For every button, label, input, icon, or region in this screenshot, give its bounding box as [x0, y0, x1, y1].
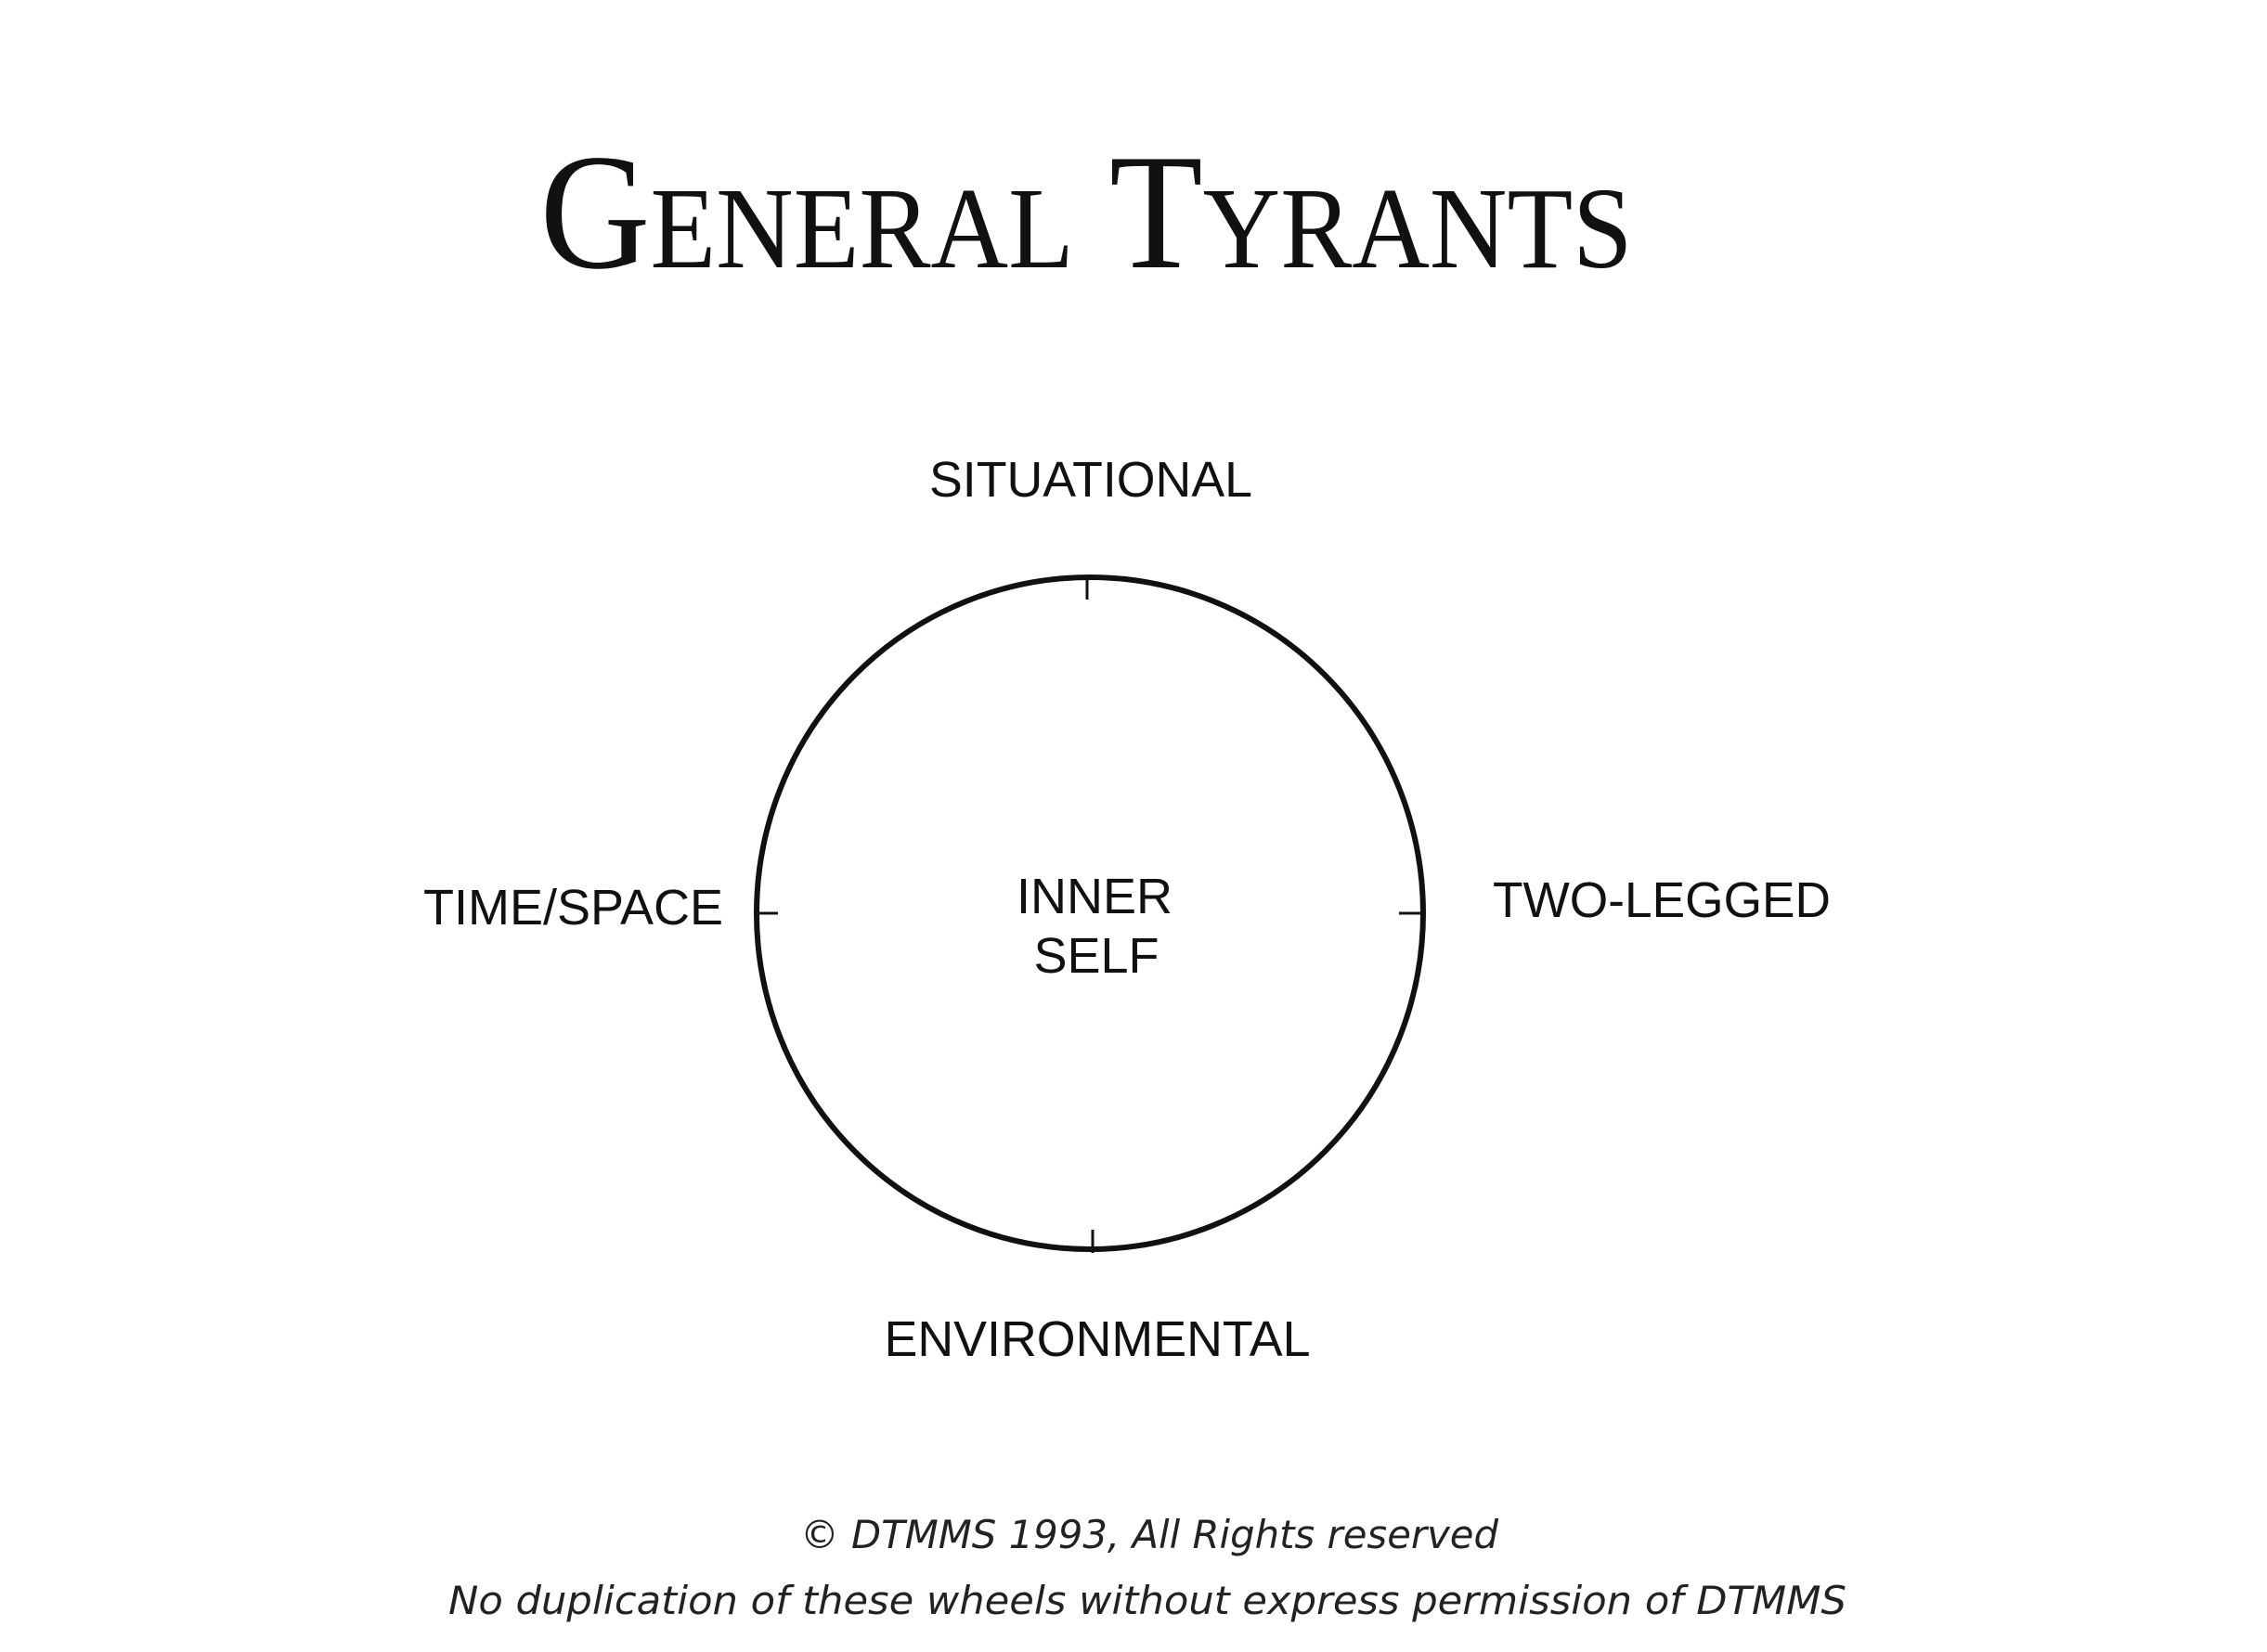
permission-notice: No duplication of these wheels without e…	[448, 1578, 1846, 1623]
label-environmental: ENVIRONMENTAL	[885, 1311, 1311, 1367]
label-situational: SITUATIONAL	[929, 452, 1252, 508]
copyright-text: © DTMMS 1993, All Rights reserved	[800, 1512, 1498, 1557]
label-self: SELF	[1033, 928, 1159, 984]
label-inner: INNER	[1017, 869, 1172, 924]
page-title: General Tyrants	[540, 120, 1633, 303]
label-time-space: TIME/SPACE	[423, 880, 723, 936]
label-two-legged: TWO-LEGGED	[1493, 872, 1831, 928]
